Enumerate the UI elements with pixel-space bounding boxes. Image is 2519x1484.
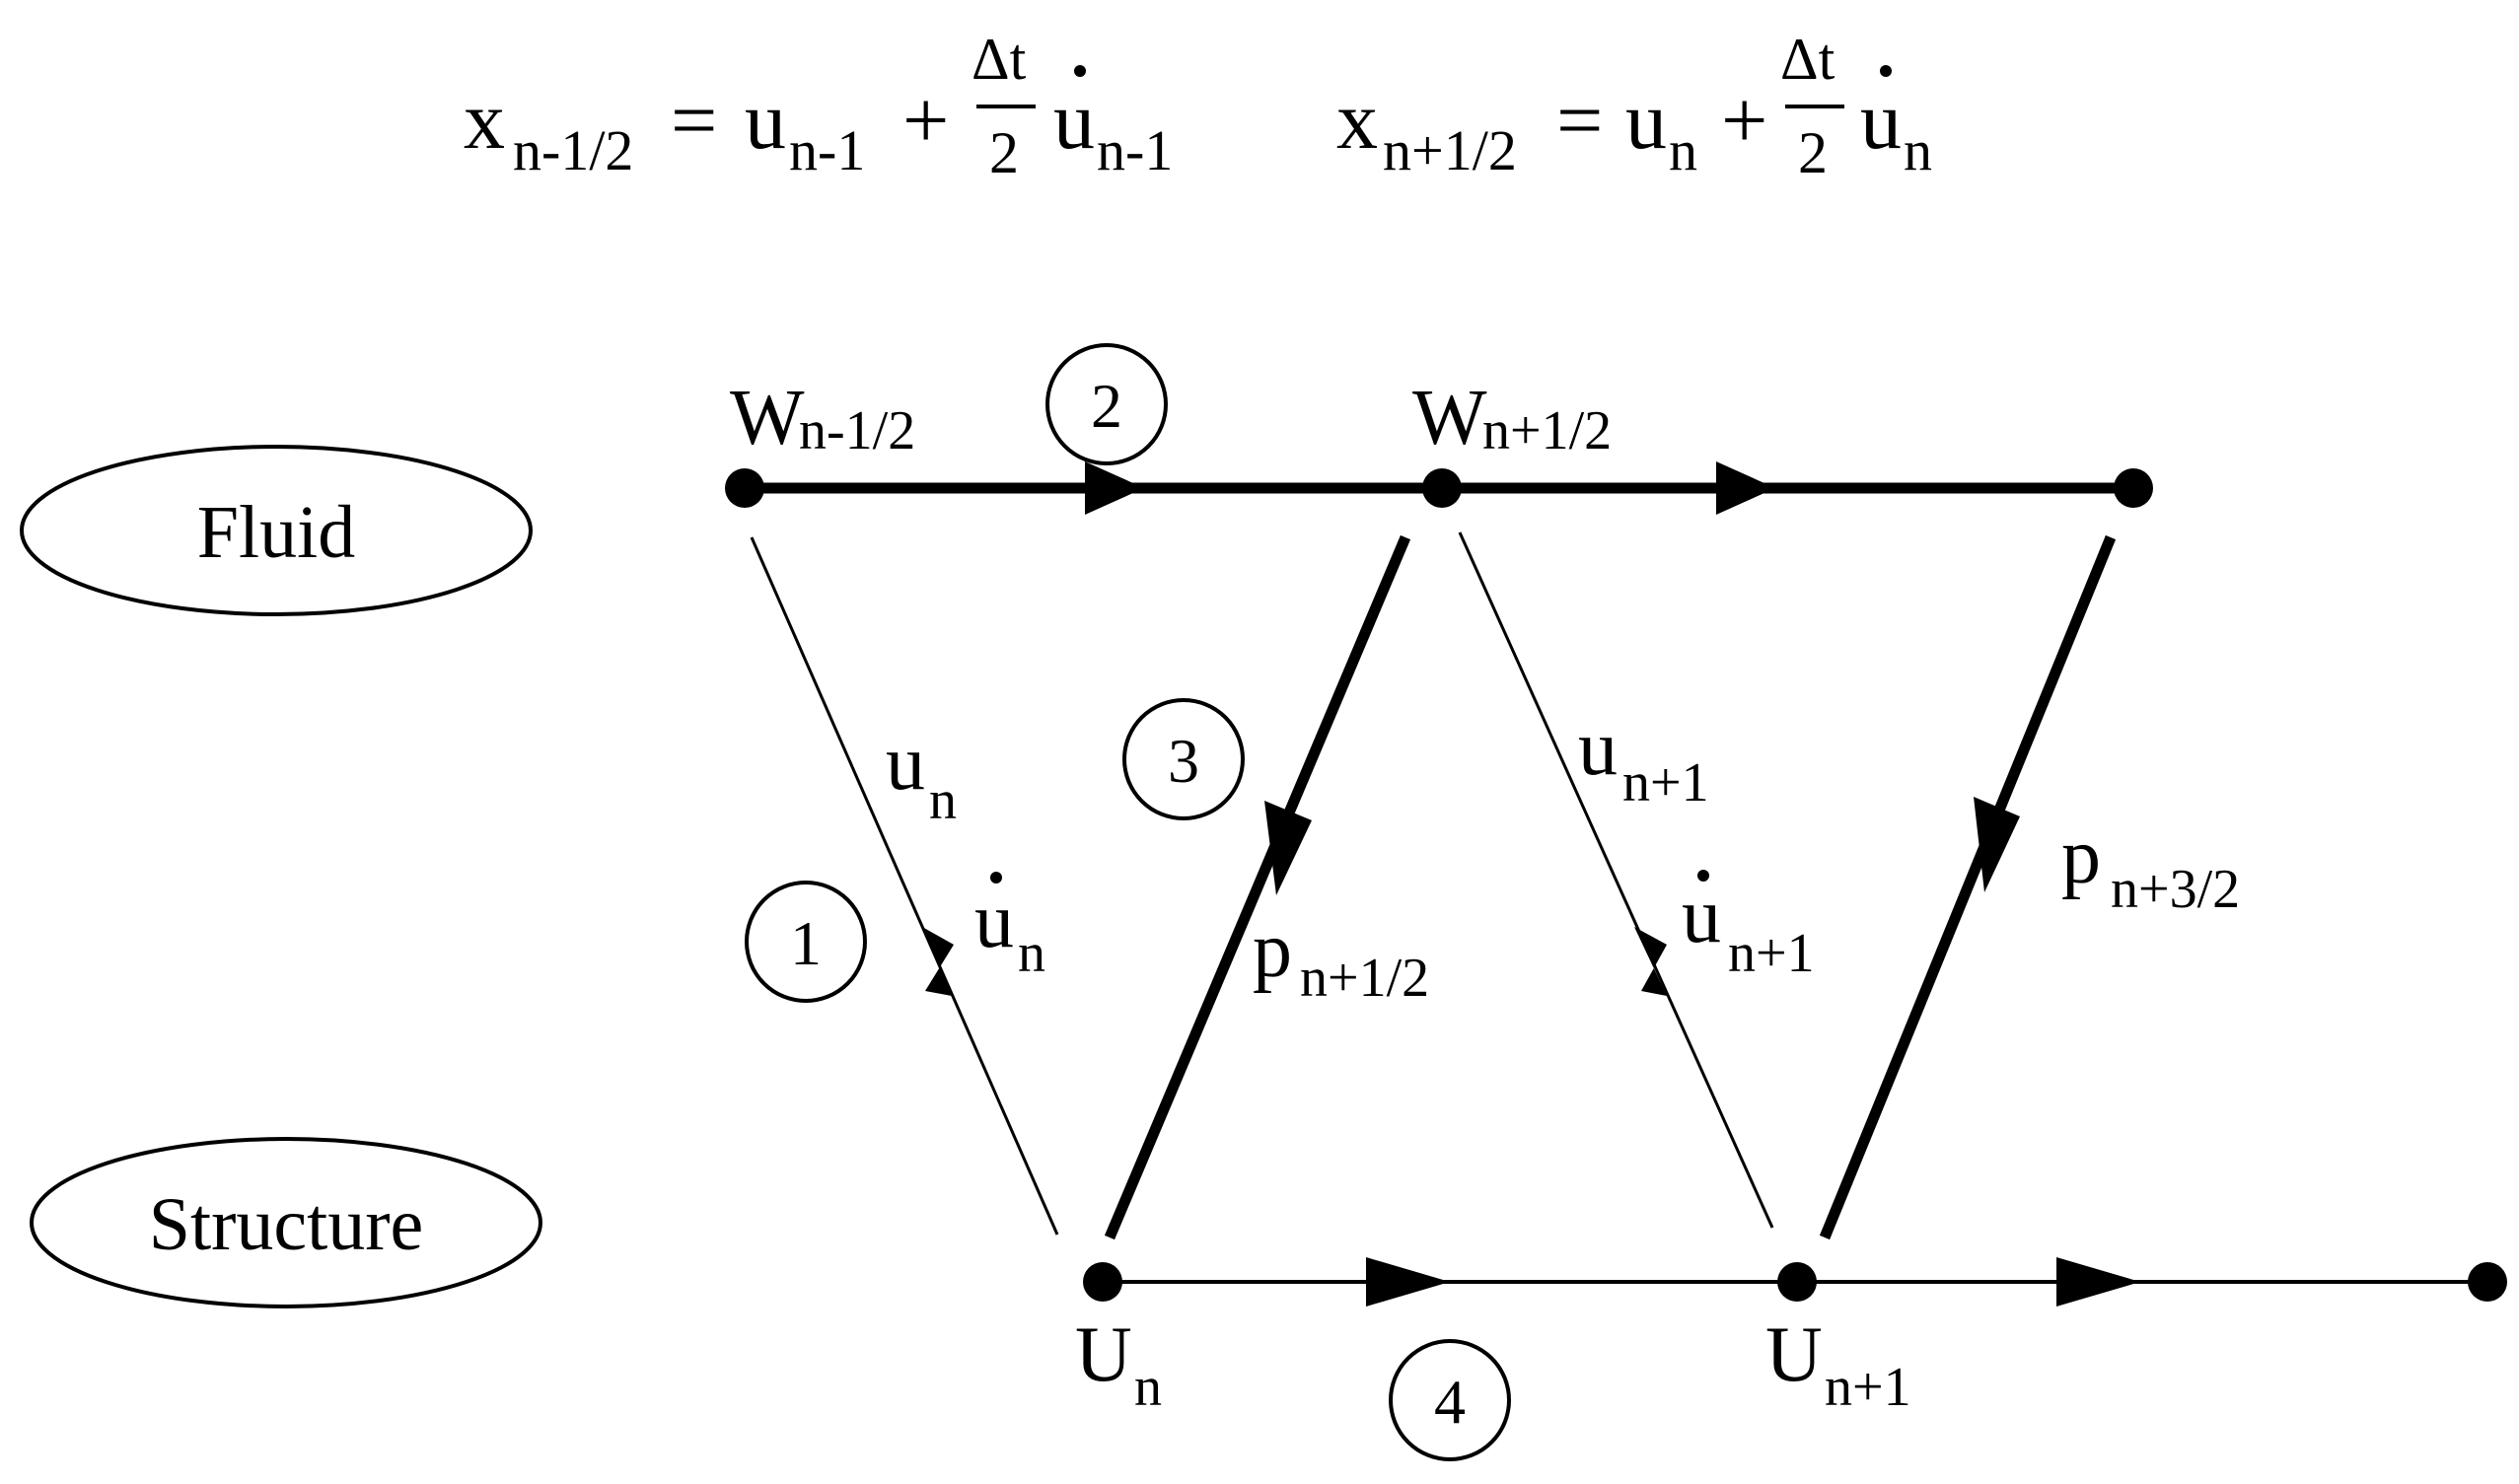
label-un1dot: u n+1 — [1682, 870, 1815, 984]
step-3: 3 — [1122, 698, 1245, 820]
label-pn32-sub: n+3/2 — [2111, 859, 2240, 920]
eq-right-equals: = — [1556, 75, 1603, 167]
label-un1-sub: n+1 — [1622, 752, 1709, 813]
structure-node-label-2: U n+1 — [1765, 1311, 1911, 1418]
eq-right-udot-sub: n — [1904, 118, 1932, 182]
structure-node-2 — [1777, 1262, 1817, 1302]
structure-node-3 — [2468, 1262, 2507, 1302]
eq-left-lhs-sub: n-1/2 — [513, 118, 633, 182]
u-n-plus-1-sub: n+1 — [1825, 1357, 1911, 1418]
eq-left-u-sub: n-1 — [789, 118, 865, 182]
step-4-number: 4 — [1434, 1367, 1466, 1437]
eq-right-u-sub: n — [1669, 118, 1697, 182]
label-pn32-base: p — [2061, 813, 2101, 900]
equation-left: x n-1/2 = u n-1 + Δt 2 u n-1 — [464, 27, 1173, 185]
transfer-pressure-2-arrow — [1974, 797, 2020, 892]
eq-right-frac-num: Δt — [1780, 27, 1835, 92]
u-n-sub: n — [1134, 1357, 1162, 1418]
eq-right-u-base: u — [1625, 75, 1667, 167]
eq-left-equals: = — [671, 75, 717, 167]
u-n-plus-1-base: U — [1765, 1311, 1823, 1398]
structure-ellipse — [30, 1137, 542, 1308]
label-un1dot-dot — [1697, 870, 1709, 882]
label-pn12: p n+1/2 — [1253, 907, 1429, 1009]
eq-left-u-base: u — [745, 75, 786, 167]
step-3-circle — [1122, 698, 1245, 820]
structure-node-1 — [1083, 1262, 1122, 1302]
w-n-plus-half-sub: n+1/2 — [1482, 400, 1612, 461]
eq-left-frac-den: 2 — [989, 120, 1019, 185]
eq-right-lhs-base: x — [1336, 75, 1378, 167]
equation-right: x n+1/2 = u n + Δt 2 u n — [1336, 27, 1932, 185]
label-undot-dot — [990, 872, 1002, 883]
step-1-number: 1 — [790, 908, 822, 978]
fluid-arrow-1 — [1085, 461, 1144, 515]
transfer-displacement-2-line — [1458, 531, 1774, 1229]
transfer-3-line — [1104, 534, 1411, 1240]
step-2-number: 2 — [1091, 371, 1122, 441]
transfer-displacement-2 — [1458, 531, 1774, 1229]
w-n-plus-half-base: W — [1412, 375, 1487, 461]
fluid-row-label: Fluid — [20, 445, 533, 616]
label-un-sub: n — [929, 770, 957, 831]
fluid-node-2 — [1422, 468, 1462, 508]
eq-left-dot — [1074, 65, 1086, 77]
label-un1dot-sub: n+1 — [1728, 923, 1815, 984]
fluid-node-3 — [2114, 468, 2153, 508]
eq-right-udot-base: u — [1860, 75, 1902, 167]
fluid-ellipse — [20, 445, 533, 616]
step-4-circle — [1389, 1339, 1511, 1461]
label-un1dot-base: u — [1682, 873, 1721, 959]
fluid-arrow-2 — [1716, 461, 1775, 515]
u-n-base: U — [1075, 1311, 1132, 1398]
structure-arrow-2 — [2056, 1257, 2140, 1307]
label-undot: u n — [974, 872, 1045, 984]
transfer-3-arrow — [1264, 801, 1312, 895]
fluid-node-1 — [725, 468, 764, 508]
step-3-number: 3 — [1168, 726, 1199, 796]
label-pn32: p n+3/2 — [2061, 813, 2240, 920]
fluid-node-label-2: W n+1/2 — [1412, 375, 1612, 461]
w-n-minus-half-sub: n-1/2 — [799, 400, 915, 461]
transfer-pressure-2-line — [1819, 534, 2117, 1240]
structure-timeline — [1083, 1257, 2507, 1307]
structure-arrow-1 — [1366, 1257, 1450, 1307]
step-2: 2 — [1045, 343, 1168, 465]
label-un: u n — [886, 720, 957, 831]
step-1: 1 — [745, 881, 867, 1003]
eq-left-udot-base: u — [1053, 75, 1095, 167]
transfer-1-arrow — [922, 927, 954, 996]
label-pn12-sub: n+1/2 — [1300, 948, 1429, 1009]
label-un-base: u — [886, 720, 925, 807]
eq-left-plus: + — [902, 75, 949, 167]
w-n-minus-half-base: W — [730, 375, 805, 461]
label-pn12-base: p — [1253, 907, 1292, 994]
eq-left-frac-num: Δt — [972, 27, 1027, 92]
transfer-1-line — [750, 536, 1059, 1236]
step-4: 4 — [1389, 1339, 1511, 1461]
transfer-pressure-2 — [1819, 534, 2117, 1240]
transfer-1-displacement — [750, 536, 1059, 1236]
eq-right-plus: + — [1721, 75, 1767, 167]
structure-row-label: Structure — [30, 1137, 542, 1308]
fluid-node-label-1: W n-1/2 — [730, 375, 915, 461]
step-1-circle — [745, 881, 867, 1003]
transfer-3-pressure — [1104, 534, 1411, 1240]
eq-left-udot-sub: n-1 — [1097, 118, 1173, 182]
step-2-circle — [1045, 343, 1168, 465]
eq-right-dot — [1880, 65, 1892, 77]
eq-right-lhs-sub: n+1/2 — [1383, 118, 1517, 182]
label-undot-sub: n — [1018, 923, 1045, 984]
fluid-timeline — [725, 461, 2153, 515]
structure-node-label-1: U n — [1075, 1311, 1162, 1418]
eq-left-lhs-base: x — [464, 75, 505, 167]
structure-label: Structure — [149, 1183, 424, 1266]
label-un1-base: u — [1578, 705, 1618, 792]
fluid-label: Fluid — [197, 491, 356, 574]
eq-right-frac-den: 2 — [1798, 120, 1828, 185]
transfer-displacement-2-arrow — [1634, 927, 1667, 996]
label-un1: u n+1 — [1578, 705, 1709, 813]
label-undot-base: u — [974, 878, 1014, 964]
